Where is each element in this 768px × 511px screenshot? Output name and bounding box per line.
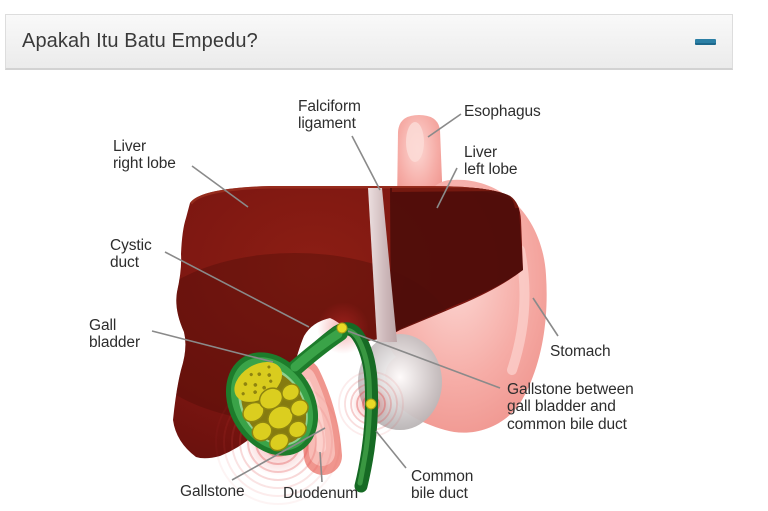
gallstone-duct-lower bbox=[365, 398, 377, 410]
gall-bladder-shape bbox=[225, 325, 348, 456]
pointer-lines bbox=[151, 113, 559, 483]
accordion-title: Apakah Itu Batu Empedu? bbox=[22, 30, 258, 52]
pointer-cystic-duct bbox=[164, 251, 310, 328]
liver-left-lobe-shape bbox=[390, 188, 523, 334]
gallstones-cluster bbox=[242, 383, 309, 452]
pointer-liver-left-lobe bbox=[436, 167, 458, 209]
pointer-gall-bladder bbox=[151, 330, 274, 363]
pointer-common-bile-duct bbox=[375, 430, 407, 469]
esophagus-shape bbox=[397, 115, 443, 205]
label-gall-bladder: Gall bladder bbox=[89, 317, 141, 352]
label-falciform-ligament: Falciform ligament bbox=[298, 98, 361, 133]
label-esophagus: Esophagus bbox=[464, 103, 541, 120]
pointer-stomach bbox=[532, 297, 559, 337]
label-liver-right-lobe: Liver right lobe bbox=[113, 138, 176, 173]
label-duodenum: Duodenum bbox=[283, 485, 359, 502]
pointer-liver-right-lobe bbox=[191, 165, 249, 208]
label-common-bile-duct: Common bile duct bbox=[411, 468, 474, 503]
pointer-gallstone-between bbox=[347, 330, 501, 389]
label-stomach: Stomach bbox=[550, 343, 611, 360]
anatomy-diagram: Falciform ligament Esophagus Liver right… bbox=[0, 70, 768, 511]
collapse-minus-icon[interactable] bbox=[695, 38, 716, 45]
pointer-duodenum bbox=[319, 451, 323, 483]
label-liver-left-lobe: Liver left lobe bbox=[464, 144, 518, 179]
label-cystic-duct: Cystic duct bbox=[110, 237, 152, 272]
accordion-header[interactable]: Apakah Itu Batu Empedu? bbox=[5, 14, 733, 70]
label-gallstone-between: Gallstone between gall bladder and commo… bbox=[507, 381, 634, 433]
pointer-esophagus bbox=[427, 113, 462, 138]
label-gallstone: Gallstone bbox=[180, 483, 245, 500]
gallstone-duct-apex bbox=[336, 322, 348, 334]
anatomy-illustration bbox=[151, 113, 559, 505]
pointer-gallstone bbox=[231, 427, 326, 481]
falciform-ligament-shape bbox=[368, 188, 397, 342]
pointer-falciform-ligament bbox=[351, 135, 381, 191]
sludge-speckles bbox=[241, 365, 273, 396]
